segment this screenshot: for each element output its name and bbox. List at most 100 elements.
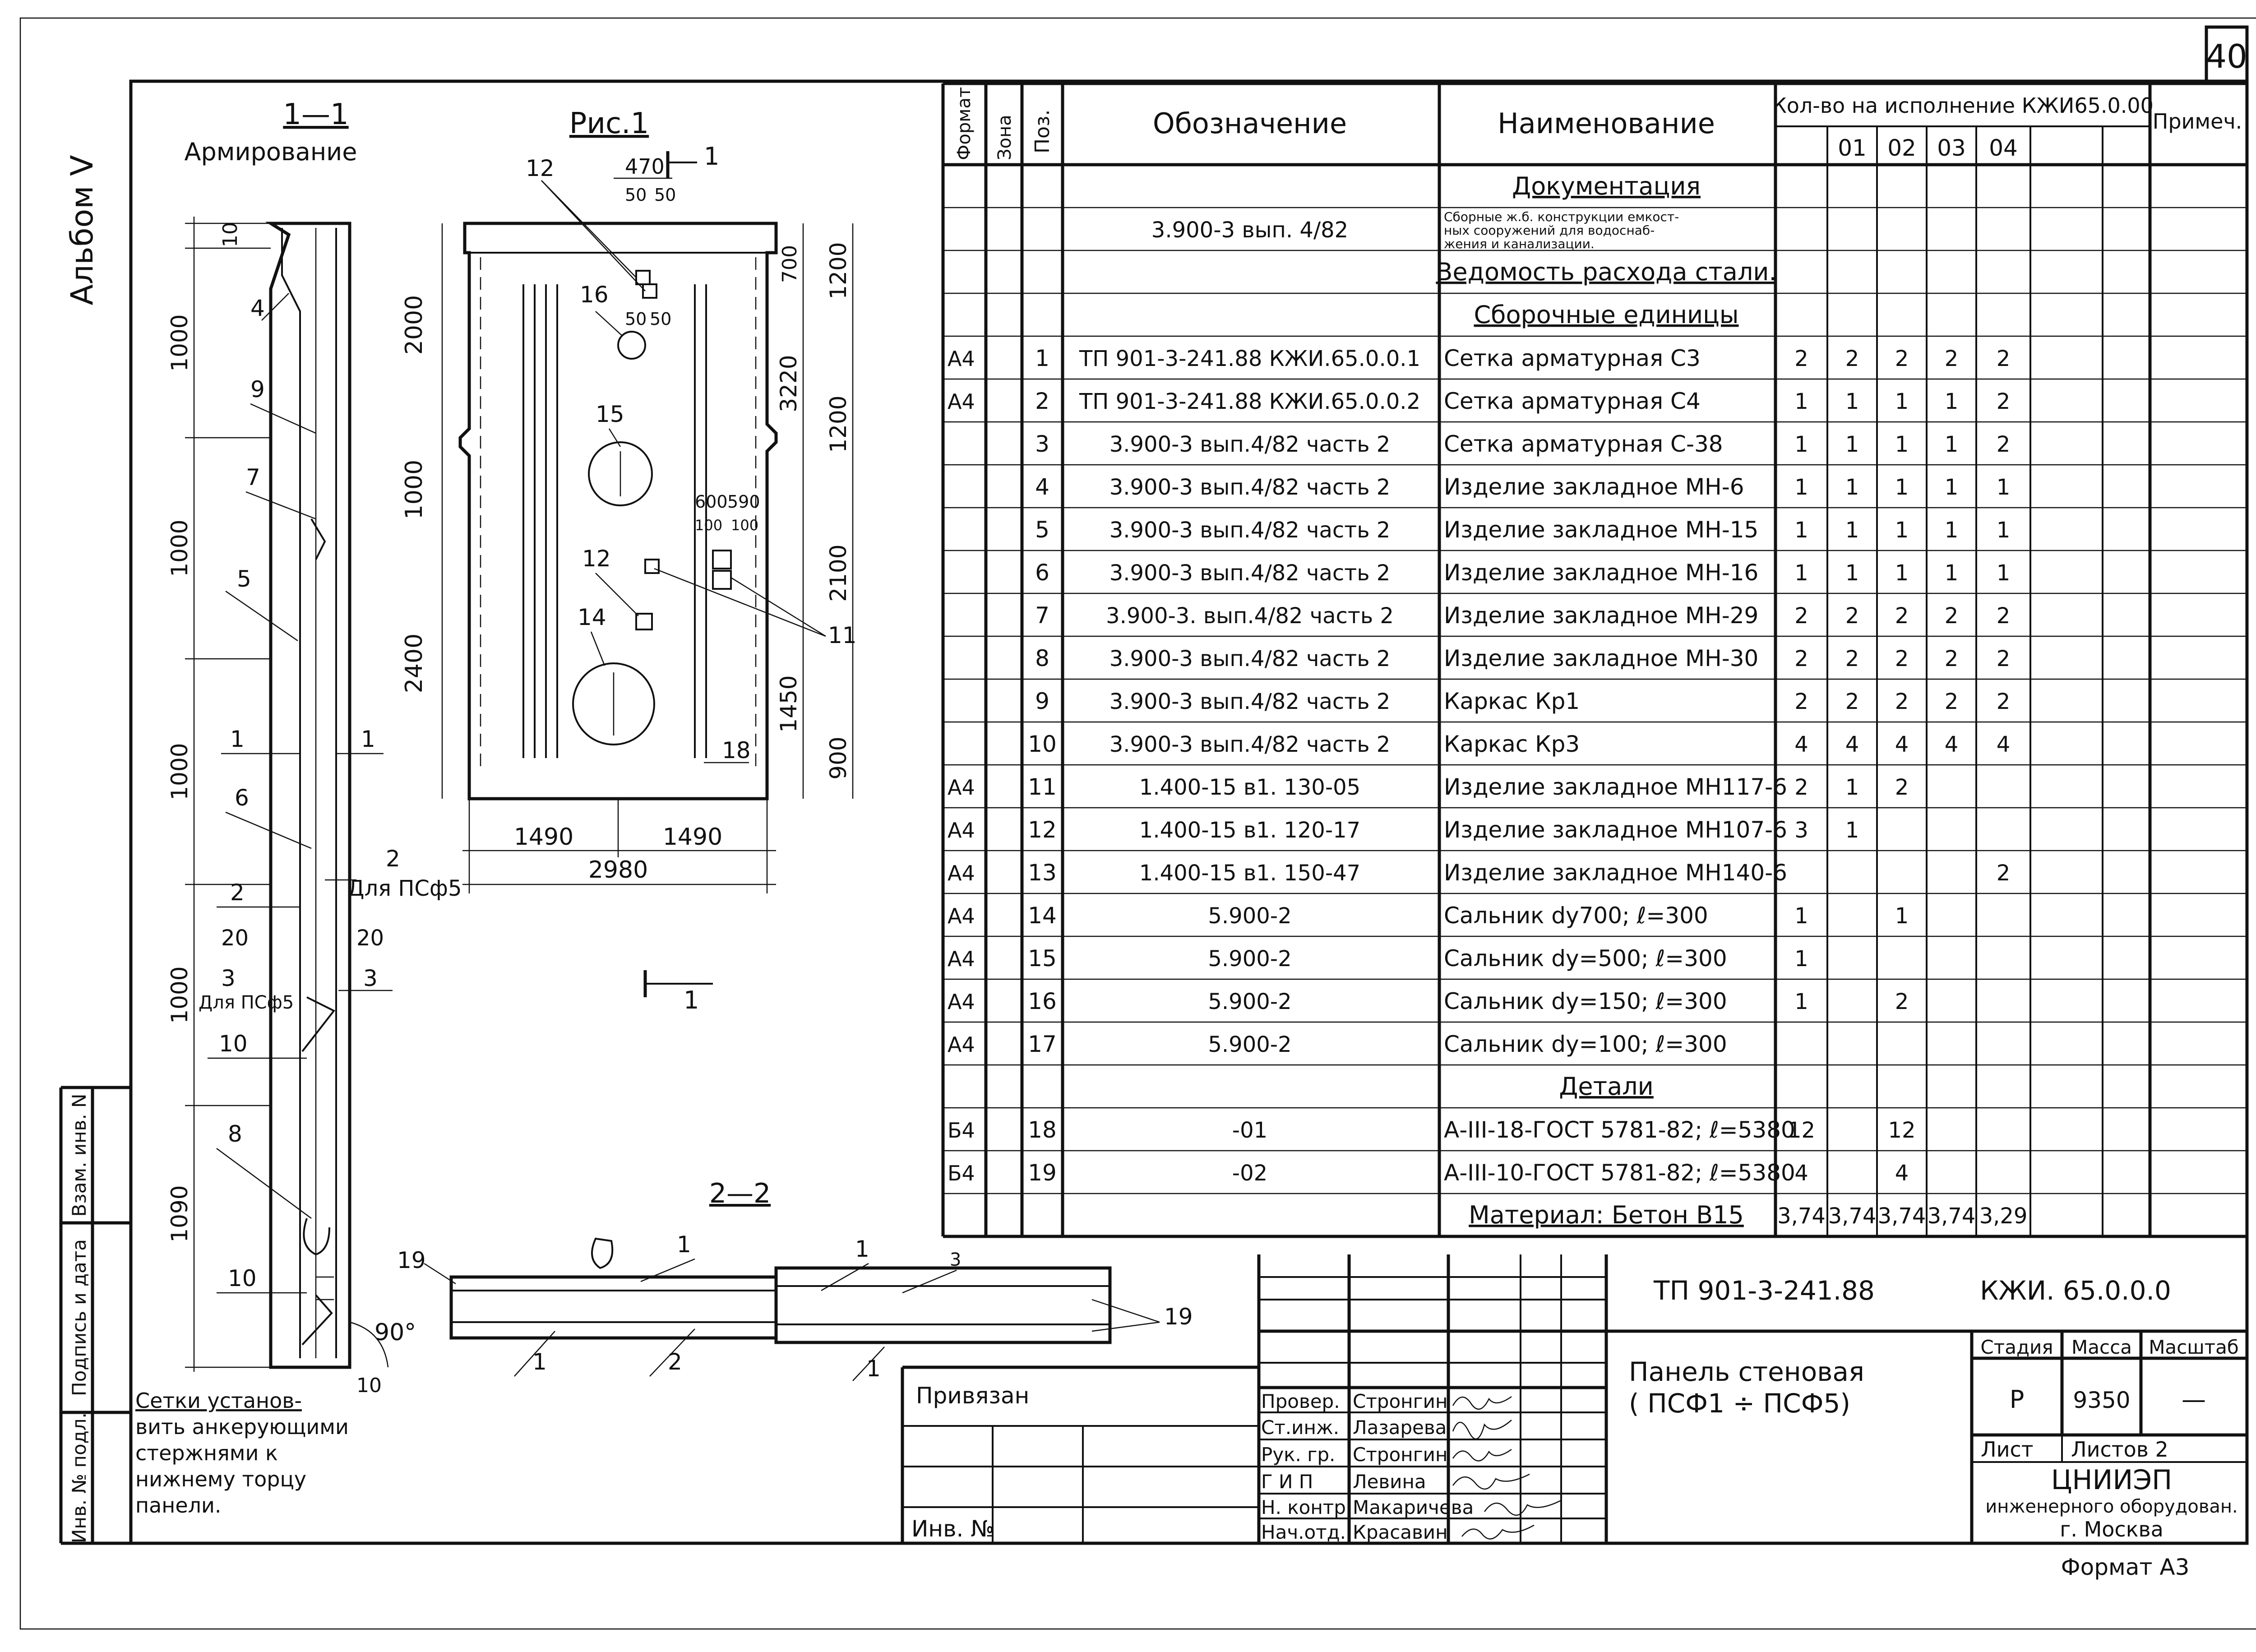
row-designation: 3.900-3 вып.4/82 часть 2 — [1110, 560, 1391, 586]
svg-text:1: 1 — [855, 1236, 869, 1262]
row-quantity: 1 — [1895, 389, 1909, 414]
row-quantity: 1 — [1997, 475, 2011, 500]
callout-10-upper: 10 — [219, 1031, 248, 1057]
fig-1-dim-left: 2400 — [401, 634, 428, 693]
row-quantity: 2 — [1845, 603, 1859, 629]
signer-name: Стронгин — [1353, 1390, 1447, 1412]
drawing-title: Панель стеновая — [1629, 1356, 1864, 1387]
row-quantity: 1 — [1997, 560, 2011, 586]
section-1-title: 1—1 — [283, 98, 348, 131]
installation-note: Сетки установ- вить анкерующими стержням… — [135, 1388, 349, 1518]
fig-1-dim-top: 470 — [625, 154, 665, 179]
col-header-variant: 03 — [1937, 135, 1966, 161]
row-position: 19 — [1028, 1160, 1057, 1186]
svg-text:Сетки установ-: Сетки установ- — [135, 1388, 302, 1413]
svg-text:вить анкерующими: вить анкерующими — [135, 1415, 349, 1439]
row-designation: 1.400-15 в1. 150-47 — [1139, 861, 1360, 886]
row-name: Сальник dу=500; ℓ=300 — [1444, 945, 1727, 972]
row-quantity: 2 — [1895, 775, 1909, 800]
fig-1-dim-right: 1200 — [825, 242, 851, 299]
row-position: 8 — [1035, 645, 1049, 671]
callout-1-left: 1 — [230, 726, 245, 752]
section-1-dim: 1000 — [166, 743, 193, 800]
stamp-signature-date: Подпись и дата — [68, 1239, 90, 1396]
row-quantity: 3,74 — [1928, 1203, 1976, 1229]
fig-1-dim-right: 2100 — [825, 544, 851, 602]
embed-plate — [712, 570, 732, 590]
signer-name: Красавин — [1353, 1521, 1448, 1543]
callout-1-right: 1 — [361, 726, 375, 752]
row-position: 13 — [1028, 860, 1057, 886]
row-section-heading: Сборочные единицы — [1474, 301, 1738, 329]
embed-plate — [712, 550, 732, 569]
fig-1-dim-top: 50 — [625, 185, 647, 205]
row-quantity: 2 — [1794, 646, 1808, 671]
row-format: А4 — [948, 904, 975, 928]
fig-1-dim-right: 900 — [825, 736, 851, 779]
row-quantity: 3,74 — [1828, 1203, 1877, 1229]
section-2-panel-right — [774, 1266, 1112, 1344]
section-1-dim: 1000 — [166, 519, 193, 577]
fig-1-dim-bottom: 2980 — [588, 856, 648, 884]
row-quantity: 1 — [1845, 518, 1859, 543]
fig-1-callouts: 12 16 15 12 14 11 18 — [526, 155, 857, 764]
row-quantity: 2 — [1997, 689, 2011, 714]
row-designation: 3.900-3 вып.4/82 часть 2 — [1110, 518, 1391, 543]
row-quantity: 1 — [1945, 560, 1959, 586]
inventory-label: Инв. № — [911, 1516, 994, 1542]
row-section-heading: Материал: Бетон В15 — [1469, 1201, 1744, 1229]
org-name: ЦНИИЭП — [2051, 1464, 2172, 1496]
signer-name: Стронгин — [1353, 1444, 1447, 1466]
row-designation: 5.900-2 — [1208, 946, 1291, 972]
row-name: А-III-10-ГОСТ 5781-82; ℓ=5380 — [1444, 1160, 1795, 1186]
row-quantity: 2 — [1997, 646, 2011, 671]
row-quantity: 2 — [1997, 861, 2011, 886]
row-designation: 5.900-2 — [1208, 903, 1291, 929]
svg-text:2: 2 — [668, 1349, 682, 1375]
section-1-dim: 20 — [221, 925, 249, 951]
row-designation: 3.900-3 вып.4/82 часть 2 — [1110, 646, 1391, 671]
col-header-zone: Зона — [994, 115, 1015, 160]
row-designation: 3.900-3 вып.4/82 часть 2 — [1110, 689, 1391, 714]
col-header-note: Примеч. — [2153, 109, 2242, 134]
row-quantity: 1 — [1794, 946, 1808, 972]
row-name: Каркас Кр1 — [1444, 688, 1580, 714]
fig-1-dim-bottom: 1490 — [514, 824, 573, 851]
opening-14 — [572, 662, 655, 745]
row-position: 17 — [1028, 1031, 1057, 1057]
svg-text:14: 14 — [578, 604, 606, 630]
svg-text:стержнями к: стержнями к — [135, 1441, 278, 1465]
project-code: ТП 901-3-241.88 — [1653, 1275, 1875, 1306]
fig-1-dim-top: 50 — [650, 309, 671, 329]
section-2-title: 2—2 — [709, 1178, 771, 1209]
opening-16 — [617, 331, 646, 360]
row-name: Изделие закладное МН-29 — [1444, 602, 1758, 629]
stamp-original-inv: Инв. № подл. — [68, 1412, 90, 1543]
row-position: 2 — [1035, 388, 1049, 414]
title-block: Привязан Инв. № Провер. Ст.инж. Рук. гр.… — [901, 1254, 2247, 1580]
row-position: 14 — [1028, 902, 1057, 929]
fig-1-dim-right: 1200 — [825, 395, 851, 453]
row-position: 15 — [1028, 945, 1057, 972]
fig-1-dim-mid: 100 — [731, 517, 758, 534]
scale-label: Масштаб — [2149, 1336, 2239, 1358]
col-header-designation: Обозначение — [1153, 107, 1347, 140]
opening-15 — [588, 441, 653, 506]
row-quantity: 1 — [1945, 432, 1959, 457]
row-name: жения и канализации. — [1444, 236, 1595, 251]
section-mark-top: 1 — [704, 142, 719, 171]
row-quantity: 2 — [1895, 603, 1909, 629]
col-header-variant: 04 — [1989, 135, 2018, 161]
section-1-dim: 1000 — [166, 966, 193, 1023]
row-designation: -01 — [1232, 1118, 1267, 1143]
paper-format: Формат А3 — [2061, 1554, 2190, 1580]
sheets-label: Листов 2 — [2071, 1437, 2168, 1462]
col-header-pos: Поз. — [1031, 110, 1054, 153]
row-designation: 3.900-3 вып. 4/82 — [1151, 217, 1348, 243]
section-2-callouts: 19 1 1 3 19 1 2 1 — [397, 1231, 1193, 1382]
signer-name: Левина — [1353, 1471, 1426, 1493]
stamp-strip: Взам. инв. N Подпись и дата Инв. № подл. — [59, 1086, 131, 1545]
row-position: 3 — [1035, 431, 1049, 457]
row-designation: 5.900-2 — [1208, 989, 1291, 1014]
